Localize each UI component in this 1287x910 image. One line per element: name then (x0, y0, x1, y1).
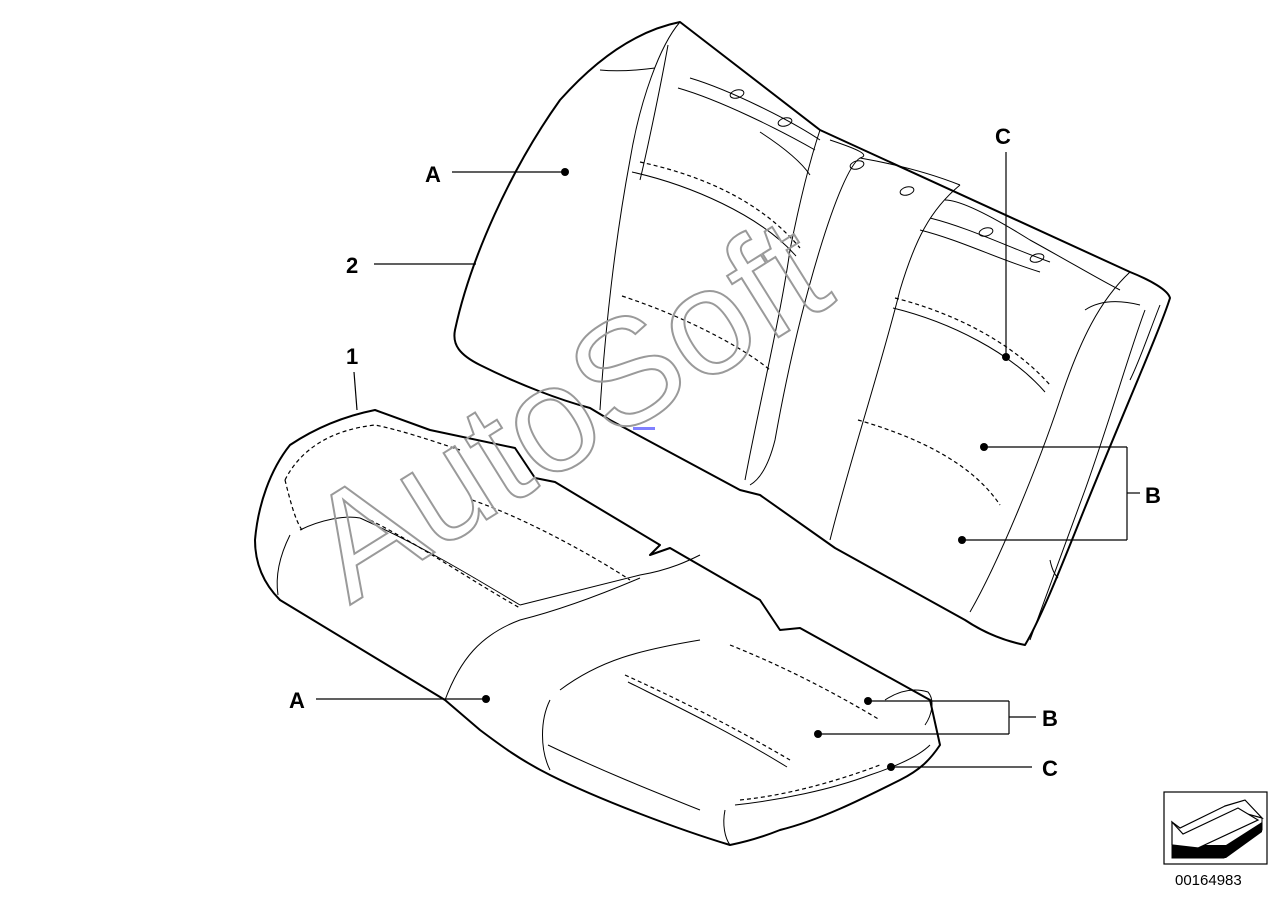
direction-arrow-icon (1163, 791, 1268, 865)
callout-part-2: 2 (346, 253, 358, 278)
callout-c-cushion: C (1042, 756, 1058, 781)
seat-cushion (254, 409, 941, 846)
callout-a-backrest: A (425, 162, 441, 187)
backrest-outline (453, 21, 1171, 646)
callout-b-backrest: B (1145, 483, 1161, 508)
callout-c-backrest: C (995, 124, 1011, 149)
marker-dash (633, 427, 655, 430)
backrest (453, 21, 1171, 646)
diagram-id: 00164983 (1175, 872, 1242, 889)
callout-b-cushion: B (1042, 706, 1058, 731)
callout-a-cushion: A (289, 688, 305, 713)
cushion-outline (254, 409, 941, 846)
callout-part-1: 1 (346, 344, 358, 369)
